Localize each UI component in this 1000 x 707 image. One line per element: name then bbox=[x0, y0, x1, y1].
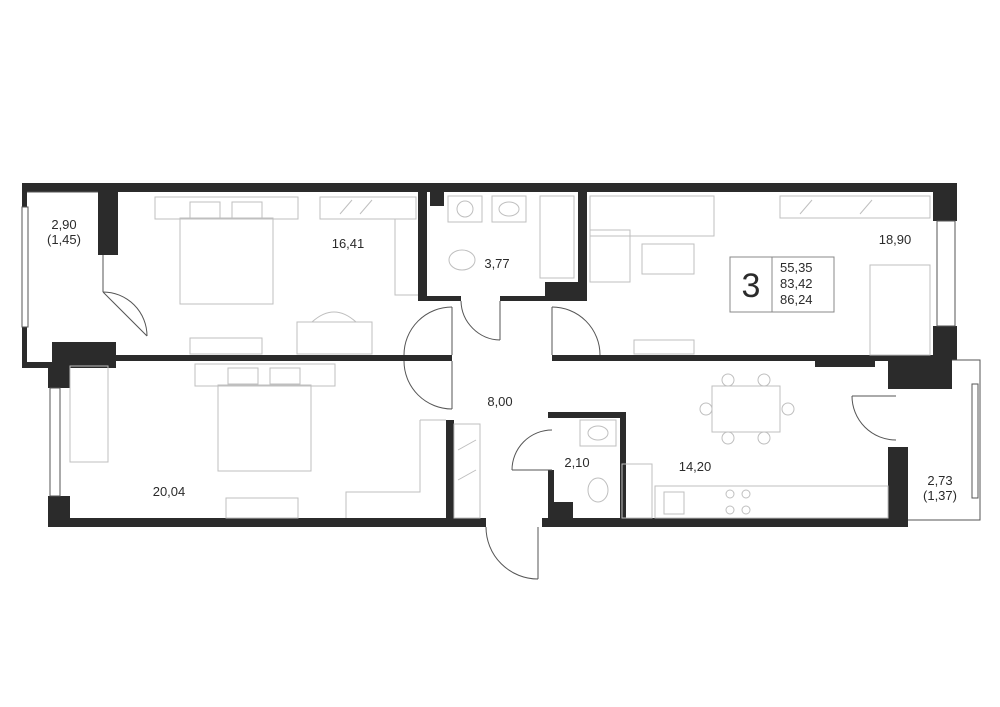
area-labels: 2,90 (1,45) 16,41 3,77 18,90 8,00 20,04 … bbox=[47, 217, 957, 503]
living-area: 55,35 bbox=[780, 260, 813, 275]
living-room-area: 18,90 bbox=[879, 232, 912, 247]
bedroom-bottom-area: 20,04 bbox=[153, 484, 186, 499]
doors bbox=[102, 255, 897, 580]
hallway-area: 8,00 bbox=[487, 394, 512, 409]
bed-top bbox=[154, 196, 299, 220]
loggia-left-area: 2,90 bbox=[51, 217, 76, 232]
kitchen-area: 14,20 bbox=[679, 459, 712, 474]
bathroom-area: 3,77 bbox=[484, 256, 509, 271]
wc-area: 2,10 bbox=[564, 455, 589, 470]
loggia-right-area: 2,73 bbox=[927, 473, 952, 488]
bed-bottom bbox=[194, 363, 336, 387]
bedroom-top-area: 16,41 bbox=[332, 236, 365, 251]
window-living-room bbox=[936, 220, 956, 327]
loggia-left-area-reduced: (1,45) bbox=[47, 232, 81, 247]
windows bbox=[21, 206, 979, 499]
rooms-count: 3 bbox=[742, 267, 761, 305]
total-area-with-loggias: 86,24 bbox=[780, 292, 813, 307]
window-right-loggia bbox=[971, 383, 979, 499]
window-bottom-bedroom bbox=[49, 387, 61, 497]
total-area: 83,42 bbox=[780, 276, 813, 291]
furniture bbox=[69, 195, 931, 519]
info-box: 3 55,35 83,42 86,24 bbox=[729, 256, 835, 313]
loggia-right-area-reduced: (1,37) bbox=[923, 488, 957, 503]
walls bbox=[22, 183, 957, 527]
window-left-loggia bbox=[21, 206, 29, 328]
loggia-outlines bbox=[27, 191, 981, 521]
